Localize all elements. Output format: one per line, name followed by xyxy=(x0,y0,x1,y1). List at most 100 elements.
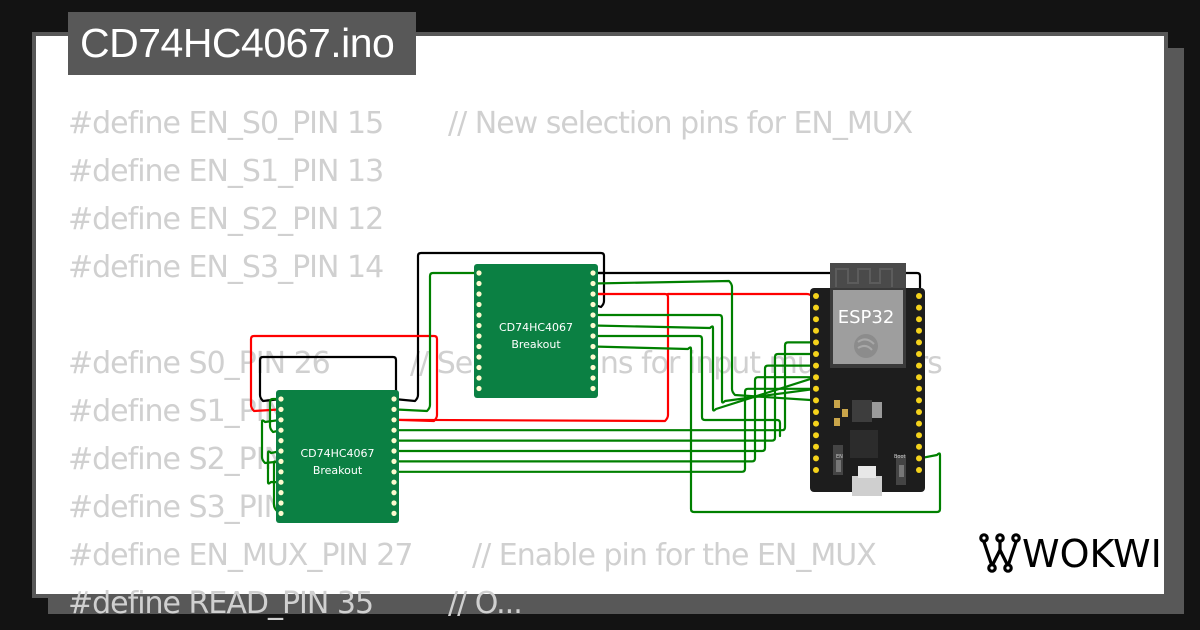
mux-pin xyxy=(278,448,284,454)
mux-pin xyxy=(391,396,397,402)
mux-pin xyxy=(391,417,397,423)
wire[interactable] xyxy=(392,251,606,403)
esp32-pin xyxy=(813,374,819,381)
code-statement: #define EN_S2_PIN 12 xyxy=(68,202,384,237)
usb-port xyxy=(852,476,882,496)
smd-component xyxy=(834,418,840,426)
esp32-pin xyxy=(813,397,819,404)
mux-pin xyxy=(476,312,482,318)
wire[interactable] xyxy=(591,334,782,438)
esp32-pin xyxy=(813,443,819,450)
wokwi-logo-icon: WOKWI xyxy=(979,532,1162,576)
wire[interactable] xyxy=(258,355,398,403)
esp32-label: ESP32 xyxy=(838,307,895,328)
esp32-pin xyxy=(813,351,819,357)
wire[interactable] xyxy=(591,324,818,412)
wire[interactable] xyxy=(266,449,283,485)
mux-pin xyxy=(590,312,596,318)
mux-pin xyxy=(590,322,596,329)
wire[interactable] xyxy=(249,334,439,423)
mux-pin xyxy=(391,448,397,454)
mux-sublabel: Breakout xyxy=(313,464,363,477)
mux-pin xyxy=(278,406,284,412)
wire[interactable] xyxy=(591,271,922,292)
wire[interactable] xyxy=(260,418,283,465)
esp32-pin xyxy=(916,304,922,311)
mux-pin xyxy=(590,333,596,339)
mux-board xyxy=(276,390,399,523)
mux-pin xyxy=(391,406,397,412)
esp32-pin xyxy=(916,467,922,473)
mux-pin xyxy=(278,417,284,423)
wire[interactable] xyxy=(666,292,818,299)
code-statement: #define READ_PIN 35 xyxy=(68,586,374,621)
mux-pin xyxy=(476,291,482,297)
mux-pin xyxy=(476,301,482,308)
mux-board xyxy=(474,264,598,398)
esp32-pin xyxy=(813,339,819,346)
mux-pin xyxy=(391,510,397,516)
code-line: #define EN_S3_PIN 14 xyxy=(68,244,412,292)
mux-pin xyxy=(476,270,482,276)
code-statement: #define EN_S0_PIN 15 xyxy=(68,106,384,141)
mux-pin xyxy=(590,301,596,308)
wire[interactable] xyxy=(268,397,283,434)
mux-pin xyxy=(278,438,284,444)
code-comment: // O... xyxy=(448,586,523,621)
en-button xyxy=(836,460,841,472)
wire[interactable] xyxy=(392,292,670,423)
wire[interactable] xyxy=(392,271,481,413)
mux-pin xyxy=(278,490,284,496)
mux-pin xyxy=(391,479,397,485)
boot-button xyxy=(899,465,904,477)
wire[interactable] xyxy=(392,364,818,453)
esp32-pin xyxy=(916,455,922,462)
file-title: CD74HC4067.ino xyxy=(68,12,416,75)
code-comment: // Enable pin for the EN_MUX xyxy=(472,538,877,573)
code-statement: #define EN_S3_PIN 14 xyxy=(68,250,384,285)
esp32-pin xyxy=(916,293,922,299)
smd-component xyxy=(834,400,840,408)
esp32-pin xyxy=(813,455,819,462)
wire[interactable] xyxy=(392,341,818,432)
mux-pin xyxy=(476,364,482,371)
wire[interactable] xyxy=(591,345,942,514)
wire[interactable] xyxy=(392,376,818,463)
mux-pin xyxy=(476,280,482,287)
wire[interactable] xyxy=(392,352,818,442)
espressif-logo-mark xyxy=(857,338,875,351)
mux-pin xyxy=(476,385,482,392)
code-card: #define EN_S0_PIN 15 // New selection pin… xyxy=(36,36,1164,621)
esp32-pin xyxy=(916,351,922,357)
mux-pin xyxy=(391,490,397,496)
code-line: #define EN_S1_PIN 13 xyxy=(68,148,412,196)
mux-pin xyxy=(590,385,596,392)
code-statement: #define S0_PIN 26 xyxy=(68,346,331,381)
code-line: #define EN_MUX_PIN 27// Enable pin for t… xyxy=(68,532,877,580)
code-statement: #define EN_S1_PIN 13 xyxy=(68,154,384,189)
mux-label: CD74HC4067 xyxy=(300,447,374,460)
mux-pin xyxy=(278,500,284,506)
wire[interactable] xyxy=(392,387,818,473)
mux-pin xyxy=(391,469,397,475)
esp32-pin xyxy=(813,304,819,311)
mux-pin xyxy=(590,354,596,360)
mux-pin xyxy=(391,427,397,433)
code-comment: // New selection pins for EN_MUX xyxy=(448,106,913,141)
mux-pin xyxy=(476,322,482,329)
esp32-pin xyxy=(916,409,922,415)
esp32-pin xyxy=(813,432,819,439)
wire[interactable] xyxy=(272,460,283,515)
wire[interactable] xyxy=(591,313,818,404)
code-line: #define EN_S0_PIN 15 // New selection pin… xyxy=(68,100,913,148)
mux-pin xyxy=(278,458,284,464)
wire[interactable] xyxy=(591,279,818,402)
mux-pin xyxy=(590,375,596,381)
mux-label: CD74HC4067 xyxy=(499,321,573,334)
esp32-pin xyxy=(813,385,819,392)
mux-pin xyxy=(476,354,482,360)
